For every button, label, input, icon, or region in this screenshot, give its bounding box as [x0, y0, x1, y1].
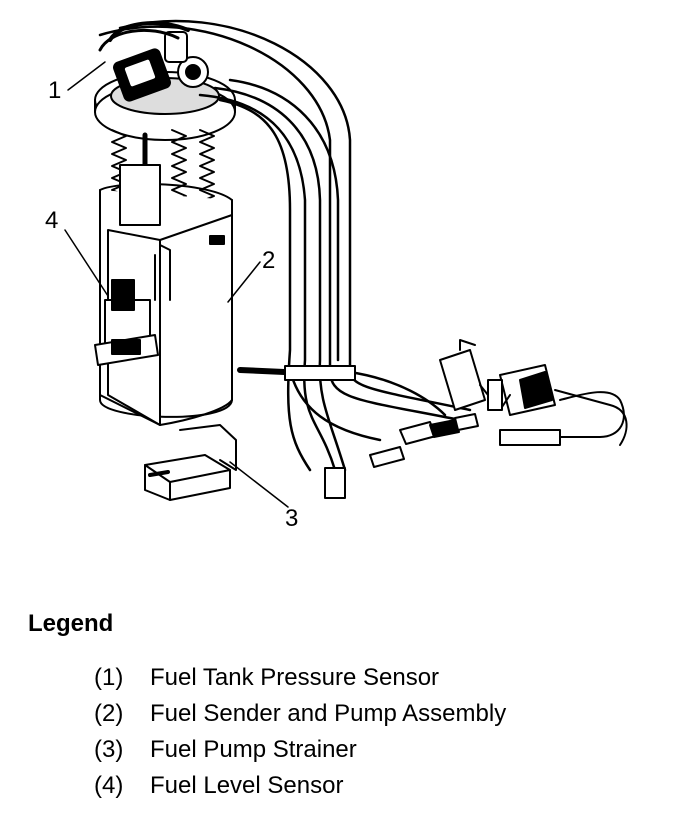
- line-connectors: [284, 339, 628, 499]
- callout-2: 2: [262, 247, 275, 274]
- fuel-level-sensor-part: [94, 279, 161, 426]
- legend-item: (3) Fuel Pump Strainer: [94, 732, 668, 768]
- legend-item-number: (3): [94, 736, 124, 763]
- legend-item-label: Fuel Sender and Pump Assembly: [150, 700, 507, 727]
- legend-item-label: Fuel Level Sensor: [150, 772, 344, 799]
- legend-list: (1) Fuel Tank Pressure Sensor (2) Fuel S…: [28, 660, 668, 804]
- legend-item: (1) Fuel Tank Pressure Sensor: [94, 660, 668, 696]
- legend-title: Legend: [28, 610, 114, 637]
- legend-item-label: Fuel Tank Pressure Sensor: [150, 664, 440, 691]
- module-top-cover: [94, 21, 236, 141]
- callout-3: 3: [285, 505, 298, 532]
- callout-1: 1: [48, 77, 61, 104]
- fuel-pump-strainer-part: [144, 424, 237, 501]
- legend-item-number: (1): [94, 664, 124, 691]
- legend-item-number: (4): [94, 772, 124, 799]
- fuel-pump-assembly-diagram: 1 2 3 4: [45, 19, 628, 532]
- legend-item: (4) Fuel Level Sensor: [94, 768, 668, 804]
- legend-item-number: (2): [94, 700, 124, 727]
- legend: Legend (1) Fuel Tank Pressure Sensor (2)…: [28, 610, 668, 804]
- callout-4: 4: [45, 207, 58, 234]
- legend-item: (2) Fuel Sender and Pump Assembly: [94, 696, 668, 732]
- callout-leaders: [64, 61, 289, 508]
- legend-item-label: Fuel Pump Strainer: [150, 736, 357, 763]
